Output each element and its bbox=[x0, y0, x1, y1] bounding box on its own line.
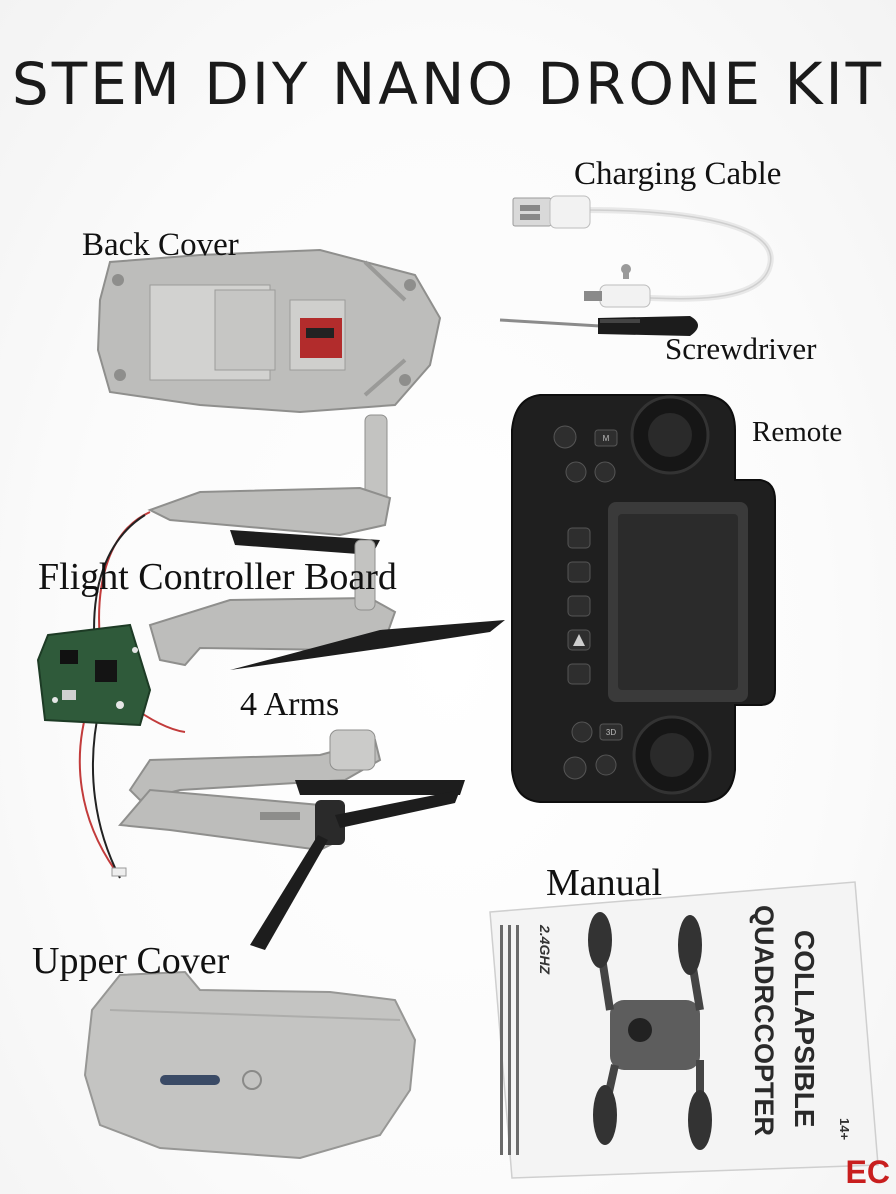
arm-1 bbox=[147, 414, 392, 555]
arm-2 bbox=[148, 539, 505, 670]
label-arms: 4 Arms bbox=[240, 686, 340, 723]
manual: COLLAPSIBLE QUADRCCOPTER 2.4GHZ 14+ bbox=[489, 881, 879, 1179]
upper-cover bbox=[83, 970, 417, 1160]
label-remote: Remote bbox=[752, 416, 843, 448]
remote: M 3D bbox=[511, 394, 776, 803]
back-cover bbox=[96, 248, 442, 414]
manual-drone-illustration bbox=[588, 912, 712, 1150]
manual-title-quadrccopter: QUADRCCOPTER bbox=[749, 905, 779, 1136]
page-title: STEM DIY NANO DRONE KIT bbox=[11, 50, 885, 118]
remote-button-3d: 3D bbox=[606, 728, 616, 737]
arm-4 bbox=[117, 788, 460, 950]
label-charging-cable: Charging Cable bbox=[574, 156, 782, 192]
charging-cable bbox=[512, 195, 774, 308]
label-upper-cover: Upper Cover bbox=[32, 940, 230, 982]
manual-age-rating: 14+ bbox=[837, 1118, 852, 1140]
manual-title-collapsible: COLLAPSIBLE bbox=[789, 930, 820, 1128]
flight-controller-board bbox=[36, 623, 152, 727]
arm-3 bbox=[128, 729, 465, 802]
manual-frequency: 2.4GHZ bbox=[537, 924, 553, 974]
ec-badge: EC bbox=[845, 1154, 890, 1190]
screwdriver bbox=[499, 316, 698, 336]
label-manual: Manual bbox=[546, 862, 663, 904]
label-screwdriver: Screwdriver bbox=[665, 331, 817, 366]
label-flight-controller-board: Flight Controller Board bbox=[38, 556, 397, 598]
label-back-cover: Back Cover bbox=[82, 227, 239, 263]
remote-button-m: M bbox=[603, 434, 610, 443]
